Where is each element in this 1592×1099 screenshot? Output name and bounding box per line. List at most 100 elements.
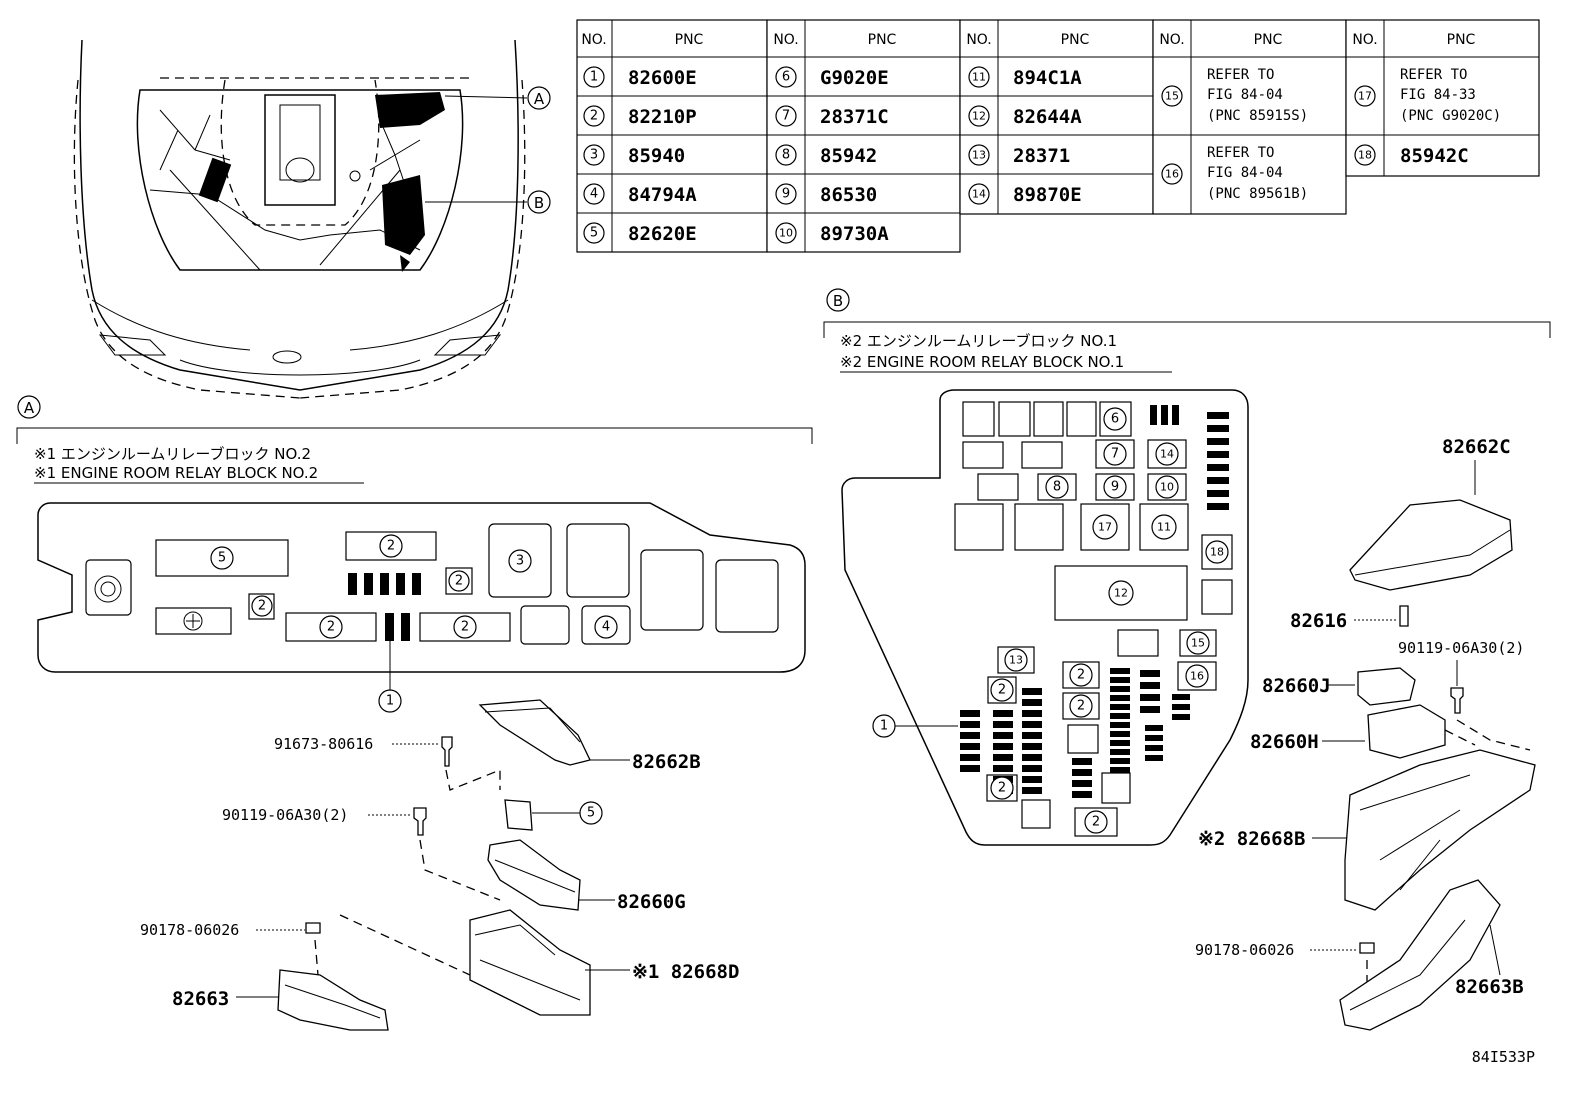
fuse-bar [1022, 699, 1042, 706]
relay-holder-82660g [487, 839, 581, 911]
section-b-marker: B [833, 292, 843, 310]
row-pnc: 85942 [820, 145, 877, 167]
row-no: 18 [1358, 149, 1372, 162]
fuse-bar [993, 710, 1013, 717]
part-82662c: 82662C [1442, 436, 1511, 458]
section-a-marker: A [24, 399, 35, 417]
fuse-bar [960, 743, 980, 750]
row-pnc: 84794A [628, 184, 697, 206]
row-pnc: 82644A [1013, 106, 1082, 128]
block-a-label: 2 [461, 620, 469, 635]
fuse-bar [993, 765, 1013, 772]
row-no: 17 [1358, 90, 1372, 103]
car-engine-bay-view [73, 39, 526, 399]
fuse-bar [960, 710, 980, 717]
part-82663: 82663 [172, 988, 229, 1010]
header-pnc-3: PNC [1061, 32, 1090, 48]
block-b-label: 8 [1053, 480, 1061, 495]
fuse-bar [1022, 776, 1042, 783]
part-90119-b: 90119-06A30(2) [1398, 639, 1524, 657]
fuse-bar [1110, 713, 1130, 719]
block-b-label: 7 [1111, 447, 1119, 462]
part-82660h: 82660H [1250, 731, 1319, 753]
fuse-bar [1022, 710, 1042, 717]
cover-82662c [1349, 499, 1513, 591]
part-90178-b: 90178-06026 [1195, 941, 1294, 959]
row-pnc: 894C1A [1013, 67, 1082, 89]
block-a-label: 5 [587, 806, 595, 821]
fuse-bar [1110, 731, 1130, 737]
relay-holder-82660h [1367, 704, 1446, 759]
row-no: 9 [782, 187, 790, 202]
fuse-bar [1172, 714, 1190, 720]
callout-b-label: B [534, 194, 544, 212]
header-pnc-4: PNC [1254, 32, 1283, 48]
bolt-90119-b [1450, 687, 1464, 714]
fuse-bar [1110, 722, 1130, 728]
row-ref-line3: (PNC 89561B) [1207, 186, 1308, 202]
row-ref-line2: FIG 84-33 [1400, 87, 1476, 103]
fuse-bar [1022, 732, 1042, 739]
section-a-title-en: ※1 ENGINE ROOM RELAY BLOCK NO.2 [34, 464, 318, 482]
fuse-bar [1110, 767, 1130, 773]
block-b-label: 13 [1009, 654, 1023, 667]
nut-90178-b [1359, 942, 1375, 954]
section-b-title-jp: ※2 エンジンルームリレーブロック NO.1 [840, 332, 1117, 350]
block-a-label: 1 [386, 694, 394, 709]
block-a-label: 3 [516, 554, 524, 569]
header-no-2: NO. [773, 32, 798, 48]
row-no: 4 [590, 187, 598, 202]
fuse-bar [993, 754, 1013, 761]
row-no: 13 [972, 149, 986, 162]
part-82663b: 82663B [1455, 976, 1524, 998]
lower-cover-82663b [1339, 879, 1501, 1031]
fuse-bar [1072, 791, 1092, 798]
block-b-label: 18 [1210, 546, 1224, 559]
row-pnc: 82210P [628, 106, 697, 128]
row-no: 8 [782, 148, 790, 163]
row-no: 10 [779, 227, 793, 240]
pnc-table [576, 19, 1540, 253]
row-pnc: 82600E [628, 67, 697, 89]
fuse-bar [1145, 735, 1163, 741]
row-no: 1 [590, 70, 598, 85]
part-82660j: 82660J [1262, 675, 1331, 697]
row-no: 15 [1165, 90, 1179, 103]
relay-block-no1-outline [841, 389, 1249, 846]
fuse-bar [1110, 686, 1130, 692]
row-no: 14 [972, 188, 986, 201]
fuse-bar [1145, 725, 1163, 731]
fuse-bar [1110, 704, 1130, 710]
block-b-label: 1 [880, 719, 888, 734]
fuse-bar [1072, 780, 1092, 787]
block-a-label: 2 [258, 599, 266, 614]
block-b-label: 16 [1190, 670, 1204, 683]
fuse-bar [1022, 765, 1042, 772]
row-no: 16 [1165, 168, 1179, 181]
fuse-bar [1140, 670, 1160, 677]
row-ref-line3: (PNC 85915S) [1207, 108, 1308, 124]
block-a-label: 5 [218, 551, 226, 566]
row-no: 12 [972, 110, 986, 123]
fuse-bar [993, 743, 1013, 750]
row-pnc: 85940 [628, 145, 685, 167]
part-82668d: ※1 82668D [632, 961, 739, 983]
part-90178-a: 90178-06026 [140, 921, 239, 939]
row-pnc: 89870E [1013, 184, 1082, 206]
section-b-marker-circle [826, 288, 850, 312]
row-pnc: 86530 [820, 184, 877, 206]
figure-id: 84I533P [1472, 1048, 1535, 1066]
block-b-label: 10 [1160, 481, 1174, 494]
fuse-bar [1172, 704, 1190, 710]
fuse-bar [960, 765, 980, 772]
row-no: 5 [590, 226, 598, 241]
section-a-marker-circle [17, 395, 41, 419]
callout-b-circle [527, 190, 551, 214]
fuse-bar [1110, 695, 1130, 701]
part-90119-a: 90119-06A30(2) [222, 806, 348, 824]
header-pnc-2: PNC [868, 32, 897, 48]
block-b-label: 2 [1092, 815, 1100, 830]
nut-90178-a [305, 922, 321, 934]
block-b-label: 2 [998, 683, 1006, 698]
